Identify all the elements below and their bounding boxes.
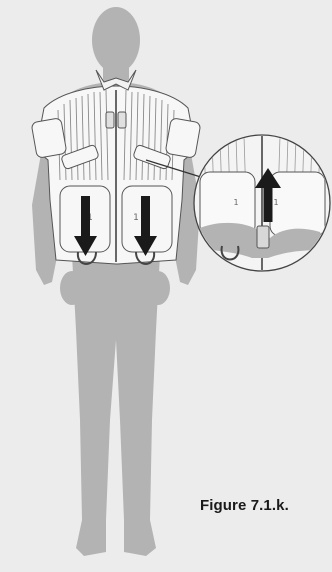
detail-inset: 1 1 xyxy=(194,135,330,272)
vest-body xyxy=(31,70,201,264)
figure-caption: Figure 7.1.k. xyxy=(200,497,289,514)
inset-left-pocket-label: 1 xyxy=(233,198,238,207)
inset-right-pocket-label: 1 xyxy=(273,198,278,207)
right-pocket-label: 1 xyxy=(133,213,139,223)
